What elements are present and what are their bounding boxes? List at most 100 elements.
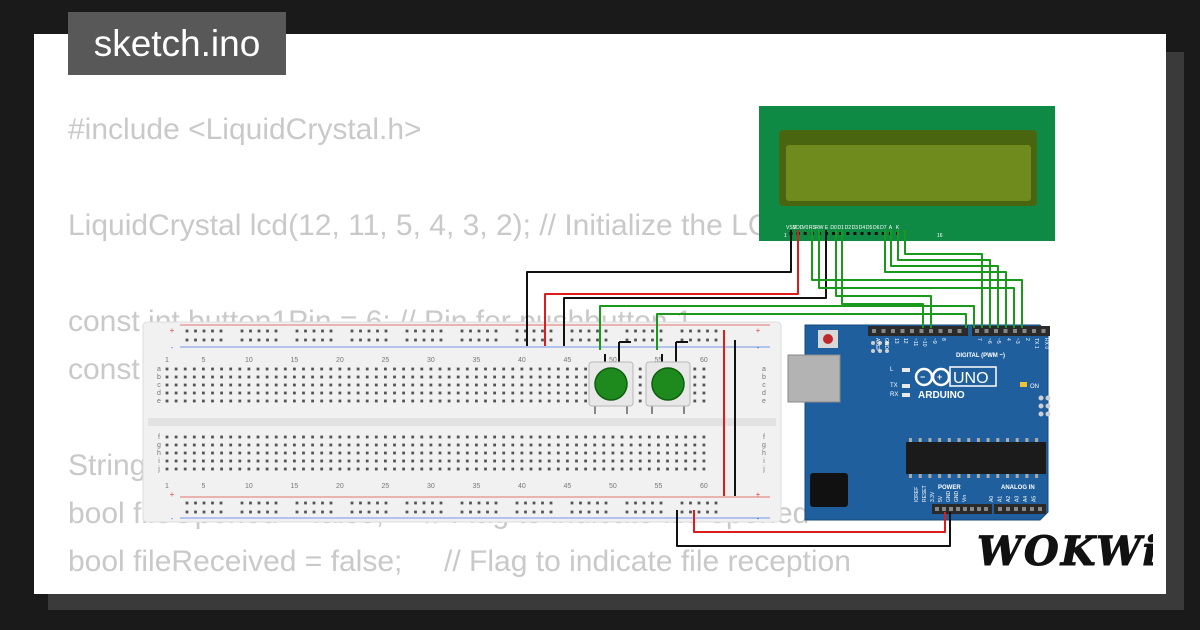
breadboard-hole[interactable] — [666, 443, 669, 447]
breadboard-hole[interactable] — [438, 367, 442, 371]
breadboard-hole[interactable] — [274, 467, 278, 471]
breadboard-hole[interactable] — [502, 435, 506, 439]
header-pin[interactable] — [910, 329, 914, 333]
breadboard-hole[interactable] — [447, 367, 451, 371]
breadboard-hole[interactable] — [520, 459, 524, 463]
breadboard-hole[interactable] — [465, 383, 469, 387]
breadboard-hole[interactable] — [374, 435, 378, 439]
breadboard-hole[interactable] — [475, 367, 478, 371]
breadboard-hole[interactable] — [320, 435, 324, 439]
breadboard-hole[interactable] — [484, 443, 487, 447]
breadboard-hole[interactable] — [460, 338, 464, 342]
breadboard-hole[interactable] — [420, 375, 424, 379]
breadboard-hole[interactable] — [393, 451, 396, 455]
breadboard-hole[interactable] — [475, 383, 478, 387]
breadboard-hole[interactable] — [165, 399, 169, 403]
breadboard-hole[interactable] — [693, 399, 697, 403]
breadboard-hole[interactable] — [311, 467, 314, 471]
breadboard-hole[interactable] — [265, 451, 269, 455]
breadboard-hole[interactable] — [702, 467, 706, 471]
breadboard-hole[interactable] — [256, 459, 260, 463]
breadboard-hole[interactable] — [365, 435, 369, 439]
breadboard-hole[interactable] — [593, 443, 597, 447]
breadboard-hole[interactable] — [625, 329, 629, 333]
breadboard-hole[interactable] — [659, 510, 663, 514]
breadboard-hole[interactable] — [165, 367, 169, 371]
breadboard-hole[interactable] — [365, 443, 369, 447]
lcd-pin[interactable] — [867, 232, 871, 235]
breadboard-hole[interactable] — [447, 451, 451, 455]
breadboard-hole[interactable] — [347, 459, 351, 463]
breadboard-hole[interactable] — [302, 367, 305, 371]
breadboard-hole[interactable] — [411, 459, 415, 463]
breadboard-hole[interactable] — [420, 451, 424, 455]
breadboard-hole[interactable] — [620, 459, 624, 463]
breadboard-hole[interactable] — [165, 451, 169, 455]
breadboard-hole[interactable] — [587, 338, 591, 342]
breadboard-hole[interactable] — [338, 459, 342, 463]
breadboard-hole[interactable] — [229, 367, 233, 371]
breadboard-hole[interactable] — [706, 329, 709, 333]
breadboard-hole[interactable] — [493, 443, 496, 447]
breadboard-hole[interactable] — [511, 391, 515, 395]
breadboard-hole[interactable] — [247, 367, 251, 371]
breadboard-hole[interactable] — [247, 459, 251, 463]
breadboard-hole[interactable] — [320, 367, 324, 371]
header-pin[interactable] — [872, 329, 876, 333]
breadboard-hole[interactable] — [549, 501, 553, 505]
breadboard-hole[interactable] — [439, 501, 443, 505]
breadboard-hole[interactable] — [438, 399, 442, 403]
breadboard-hole[interactable] — [547, 459, 551, 463]
breadboard-hole[interactable] — [693, 435, 697, 439]
breadboard-hole[interactable] — [647, 467, 651, 471]
pushbutton-cap[interactable] — [594, 367, 628, 401]
breadboard-hole[interactable] — [311, 383, 314, 387]
breadboard-hole[interactable] — [192, 459, 196, 463]
breadboard-hole[interactable] — [240, 501, 244, 505]
breadboard-hole[interactable] — [283, 375, 287, 379]
breadboard-hole[interactable] — [384, 383, 387, 387]
breadboard-hole[interactable] — [520, 399, 524, 403]
breadboard-hole[interactable] — [247, 443, 251, 447]
breadboard-hole[interactable] — [393, 367, 396, 371]
breadboard-hole[interactable] — [702, 443, 706, 447]
breadboard-hole[interactable] — [642, 501, 646, 505]
breadboard-hole[interactable] — [634, 501, 637, 505]
lcd-pin[interactable] — [839, 232, 843, 235]
breadboard-hole[interactable] — [329, 451, 333, 455]
breadboard-hole[interactable] — [384, 338, 388, 342]
breadboard-hole[interactable] — [666, 451, 669, 455]
header-pin[interactable] — [891, 329, 895, 333]
breadboard-hole[interactable] — [604, 501, 608, 505]
breadboard-hole[interactable] — [192, 435, 196, 439]
breadboard-hole[interactable] — [320, 399, 324, 403]
breadboard-hole[interactable] — [611, 467, 615, 471]
breadboard-hole[interactable] — [547, 443, 551, 447]
breadboard-hole[interactable] — [265, 459, 269, 463]
breadboard-hole[interactable] — [165, 443, 169, 447]
header-pin[interactable] — [1022, 329, 1027, 333]
breadboard-hole[interactable] — [183, 451, 187, 455]
breadboard-hole[interactable] — [365, 399, 369, 403]
breadboard-hole[interactable] — [219, 329, 223, 333]
breadboard-hole[interactable] — [629, 467, 633, 471]
breadboard-hole[interactable] — [651, 510, 654, 514]
breadboard-hole[interactable] — [211, 443, 214, 447]
breadboard-hole[interactable] — [247, 467, 251, 471]
breadboard-hole[interactable] — [529, 435, 533, 439]
breadboard-hole[interactable] — [295, 329, 299, 333]
breadboard-hole[interactable] — [238, 383, 242, 387]
breadboard-hole[interactable] — [702, 435, 706, 439]
breadboard-hole[interactable] — [556, 399, 560, 403]
breadboard-hole[interactable] — [202, 443, 205, 447]
breadboard-hole[interactable] — [680, 510, 684, 514]
breadboard-hole[interactable] — [477, 510, 481, 514]
header-pin[interactable] — [956, 507, 960, 511]
breadboard-hole[interactable] — [265, 375, 269, 379]
lcd-pin[interactable] — [874, 232, 878, 235]
breadboard-hole[interactable] — [411, 383, 415, 387]
header-pin[interactable] — [929, 329, 933, 333]
breadboard-hole[interactable] — [229, 459, 233, 463]
breadboard-hole[interactable] — [584, 399, 587, 403]
breadboard-hole[interactable] — [647, 451, 651, 455]
